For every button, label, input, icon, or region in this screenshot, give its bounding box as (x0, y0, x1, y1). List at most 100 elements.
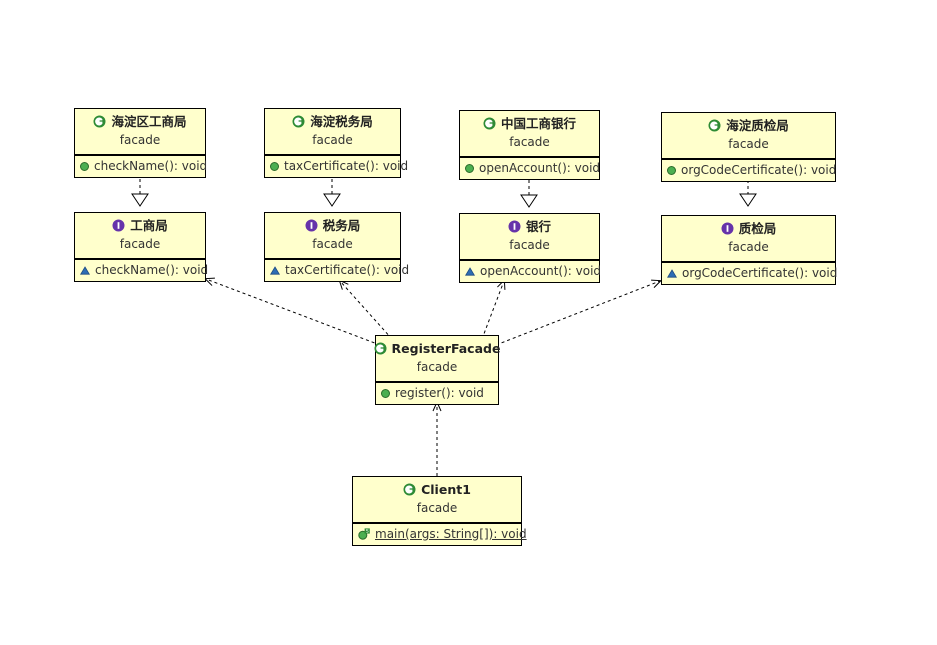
class-node-register-facade[interactable]: RegisterFacade facade register(): void (374, 335, 500, 405)
member-signature: checkName(): void (95, 263, 209, 277)
edge-dependency-gongshang (203, 277, 381, 346)
members-compartment: checkName(): void (75, 155, 207, 177)
abstract-method-icon (269, 265, 281, 275)
member-row[interactable]: checkName(): void (79, 262, 208, 278)
node-header: 税务局 facade (265, 213, 400, 259)
node-header: RegisterFacade facade (374, 336, 500, 382)
node-header: Client1 facade (353, 477, 521, 523)
stereotype-label: facade (312, 237, 353, 251)
node-title: 海淀区工商局 (83, 114, 197, 129)
interface-name: 工商局 (130, 218, 168, 233)
node-title: 海淀税务局 (273, 114, 392, 129)
node-title: Client1 (361, 482, 513, 497)
members-compartment: openAccount(): void (460, 260, 601, 282)
node-title: 质检局 (670, 221, 827, 236)
stereotype-label: facade (728, 240, 769, 254)
edge-dependency-zhijian (495, 279, 663, 346)
interface-name: 税务局 (322, 218, 361, 233)
class-node-zhongguo-gongshang-yinhang[interactable]: 中国工商银行 facade openAccount(): void (459, 110, 600, 180)
member-signature: taxCertificate(): void (285, 263, 410, 277)
node-title: 海淀质检局 (670, 118, 827, 133)
stereotype-label: facade (119, 237, 161, 251)
class-name: Client1 (421, 482, 471, 497)
stereotype-label: facade (728, 137, 769, 151)
public-method-icon (80, 161, 89, 171)
abstract-method-icon (79, 265, 91, 275)
edge-realization-gongshang (131, 179, 149, 207)
public-method-icon (270, 161, 279, 171)
node-header: 银行 facade (460, 214, 599, 260)
node-title: 工商局 (83, 218, 197, 233)
class-icon (374, 342, 387, 355)
member-row[interactable]: S main(args: String[]): void (358, 526, 527, 542)
edge-realization-shuiwu (323, 179, 341, 207)
interface-node-zhijianju[interactable]: 质检局 facade orgCodeCertificate(): void (661, 215, 837, 285)
interface-node-gongshangju[interactable]: 工商局 facade checkName(): void (74, 212, 208, 282)
member-row[interactable]: taxCertificate(): void (270, 158, 408, 174)
node-title: 中国工商银行 (468, 116, 591, 131)
class-node-haidian-gongshang[interactable]: 海淀区工商局 facade checkName(): void (74, 108, 207, 178)
stereotype-label: facade (416, 360, 458, 374)
edge-dependency-yinhang (481, 278, 506, 340)
member-signature: register(): void (395, 386, 484, 400)
class-node-haidian-shuiwu[interactable]: 海淀税务局 facade taxCertificate(): void (264, 108, 408, 178)
class-node-haidian-zhijian[interactable]: 海淀质检局 facade orgCodeCertificate(): void (661, 112, 836, 182)
member-row[interactable]: taxCertificate(): void (269, 262, 409, 278)
node-header: 工商局 facade (75, 213, 205, 259)
members-compartment: orgCodeCertificate(): void (662, 159, 836, 181)
node-title: 银行 (468, 219, 591, 234)
node-header: 海淀区工商局 facade (75, 109, 205, 155)
class-node-client1[interactable]: Client1 facade S main(args: String[]): v… (352, 476, 527, 546)
class-icon (292, 115, 305, 128)
interface-icon (508, 220, 521, 233)
abstract-method-icon (464, 266, 476, 276)
class-name: 海淀质检局 (726, 118, 789, 133)
interface-node-yinhang[interactable]: 银行 facade openAccount(): void (459, 213, 601, 283)
stereotype-label: facade (119, 133, 161, 147)
member-row[interactable]: orgCodeCertificate(): void (666, 265, 837, 281)
member-signature: taxCertificate(): void (284, 159, 409, 173)
interface-icon (112, 219, 125, 232)
public-method-icon (465, 163, 474, 173)
node-title: 税务局 (273, 218, 392, 233)
interface-node-shuiwuju[interactable]: 税务局 facade taxCertificate(): void (264, 212, 409, 282)
edge-dependency-shuiwu (338, 279, 393, 340)
member-signature: openAccount(): void (479, 161, 601, 175)
member-signature: orgCodeCertificate(): void (682, 266, 838, 280)
members-compartment: orgCodeCertificate(): void (662, 262, 837, 284)
public-method-icon (667, 165, 676, 175)
member-row[interactable]: orgCodeCertificate(): void (667, 162, 836, 178)
stereotype-label: facade (509, 135, 550, 149)
abstract-method-icon (666, 268, 678, 278)
svg-text:S: S (366, 529, 369, 535)
class-icon (403, 483, 416, 496)
interface-name: 质检局 (738, 221, 777, 236)
members-compartment: taxCertificate(): void (265, 155, 408, 177)
member-signature: checkName(): void (94, 159, 208, 173)
node-header: 海淀税务局 facade (265, 109, 400, 155)
class-name: 海淀区工商局 (111, 114, 187, 129)
edge-realization-yinhang (520, 180, 538, 208)
members-compartment: register(): void (376, 382, 498, 404)
class-icon (93, 115, 106, 128)
interface-name: 银行 (525, 219, 551, 234)
interface-icon (721, 222, 734, 235)
edge-realization-zhijian (739, 180, 757, 207)
member-row[interactable]: openAccount(): void (465, 160, 600, 176)
interface-icon (305, 219, 318, 232)
member-row[interactable]: openAccount(): void (464, 263, 601, 279)
member-signature: openAccount(): void (480, 264, 602, 278)
stereotype-label: facade (312, 133, 353, 147)
members-compartment: taxCertificate(): void (265, 259, 409, 281)
member-row[interactable]: register(): void (381, 385, 493, 401)
member-signature: orgCodeCertificate(): void (681, 163, 837, 177)
members-compartment: S main(args: String[]): void (353, 523, 527, 545)
node-header: 质检局 facade (662, 216, 835, 262)
member-signature: main(args: String[]): void (375, 527, 527, 541)
class-icon (708, 119, 721, 132)
member-row[interactable]: checkName(): void (80, 158, 207, 174)
stereotype-label: facade (509, 238, 550, 252)
class-name: 海淀税务局 (310, 114, 373, 129)
